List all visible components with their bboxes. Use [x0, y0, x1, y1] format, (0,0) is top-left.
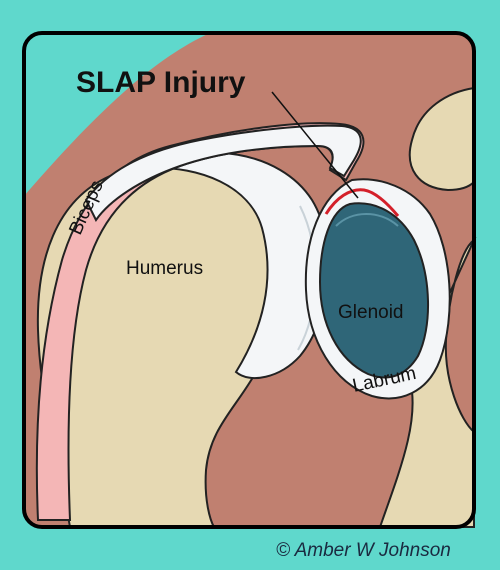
copyright-text: © Amber W Johnson	[276, 540, 451, 561]
glenoid-label: Glenoid	[338, 302, 404, 323]
humeral-head-cartilage	[149, 151, 330, 380]
title-leader-line	[271, 91, 359, 199]
acromion-bone	[408, 86, 475, 192]
scapula-bone	[378, 236, 477, 528]
humerus-label: Humerus	[126, 258, 203, 279]
diagram-frame	[22, 31, 476, 529]
diagram-title: SLAP Injury	[76, 66, 246, 99]
slap-tear-indicator	[324, 188, 400, 217]
glenoid-fossa	[318, 202, 429, 379]
biceps-tendon	[35, 122, 365, 521]
